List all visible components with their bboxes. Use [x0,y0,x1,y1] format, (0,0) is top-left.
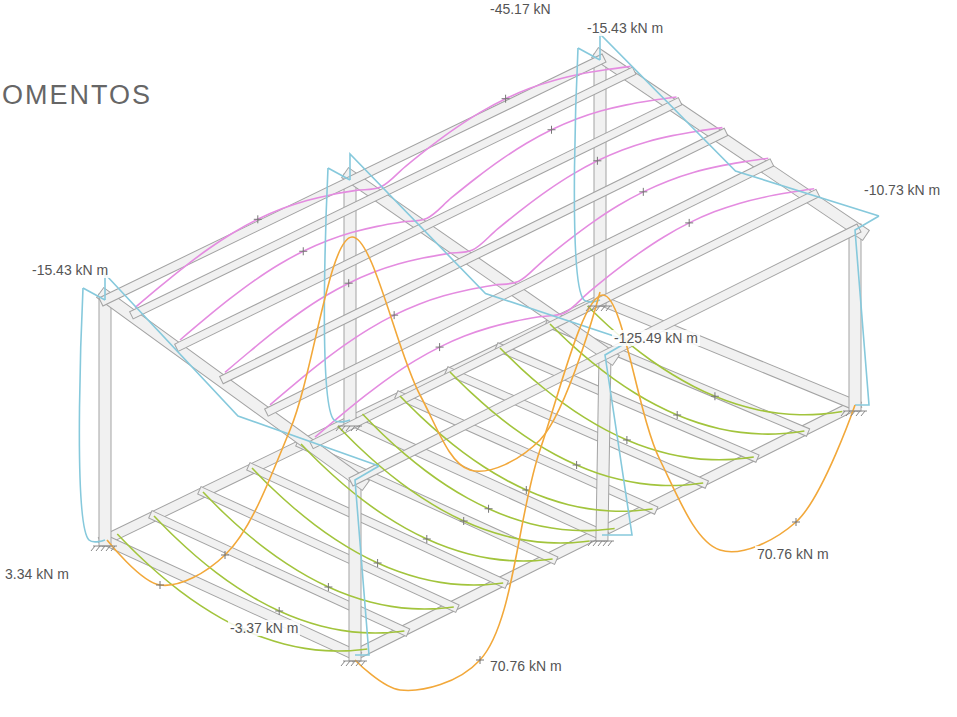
floor-joist [500,348,754,457]
column-moment-line [79,288,105,542]
column [350,180,351,420]
joist-moment-curve [450,372,703,486]
tick-mark [460,517,468,525]
column [855,230,856,405]
fixed-support [336,426,362,431]
rafter-moment-line [600,34,879,216]
moment-curves [79,34,879,690]
column-moment-line [83,288,105,300]
column [105,300,106,540]
floor-joist [450,372,703,483]
moment-value: -3.37 kN m [228,620,300,636]
joist-moment-curve [301,444,553,561]
tick-mark [275,607,283,615]
fixed-support [841,411,867,416]
purlin [225,134,722,379]
joist-moment-curve [400,396,653,511]
column-moment-line [578,48,600,60]
column-moment-line [855,216,879,405]
column-moment-line [355,466,379,655]
column-moment-line [602,341,632,535]
tick-mark [476,656,484,664]
tick-mark [345,279,353,287]
joist-moment-curve [550,324,804,434]
column-moment-line [328,168,350,180]
tick-mark [792,518,800,526]
purlin [180,103,677,346]
ground-moment-curve [107,237,600,585]
fixed-support [588,541,614,546]
moment-value: -10.73 kN m [862,182,942,198]
moment-value: -45.17 kN [488,1,553,17]
tick-mark [548,126,556,134]
joist-moment-curve [588,306,843,415]
fixed-support [586,306,612,311]
tick-mark [254,215,262,223]
tick-mark [502,95,510,103]
tick-mark [221,551,229,559]
purlin [135,72,631,313]
tick-mark [593,157,601,165]
moment-value: -15.43 kN m [30,262,110,278]
purlin-moment-curve [225,128,722,373]
tick-mark [299,247,307,255]
joist-moment-curve [338,426,590,543]
moment-value: 3.34 kN m [3,566,71,582]
moment-value: 70.76 kN m [488,658,564,674]
tick-mark [374,559,382,567]
column [355,480,356,655]
ground-beam [105,540,355,655]
diagram-title: OMENTOS [2,80,152,110]
fixed-support [341,661,367,666]
column [600,60,601,300]
tick-mark [685,219,693,227]
joist-moment-curve [252,468,503,585]
fixed-support [91,546,117,551]
tick-mark [485,505,493,513]
moment-value: -125.49 kN m [612,330,700,346]
tick-mark [324,583,332,591]
purlin-moment-curve [270,158,768,405]
moment-value: -15.43 kN m [585,20,665,36]
joist-moment-curve [154,516,404,633]
tick-mark [573,461,581,469]
column-moment-line [574,48,600,302]
purlin-moment-curve [180,97,677,340]
ground-moment-curve [355,295,855,690]
joist-moment-curve [117,534,367,651]
tick-mark [711,392,719,400]
purlin [270,164,768,411]
tick-mark [423,535,431,543]
floor-joist [154,516,404,631]
rafter-moment-line [105,274,379,466]
tick-mark [639,188,647,196]
joist-moment-curve [203,492,454,609]
tick-mark [623,436,631,444]
column [602,355,605,535]
moment-value: 70.76 kN m [755,546,831,562]
tick-mark [436,343,444,351]
tick-mark [156,581,164,589]
column-moment-line [324,168,350,422]
joist-moment-curve [363,414,615,531]
tick-mark [673,411,681,419]
frame-members [105,56,861,655]
